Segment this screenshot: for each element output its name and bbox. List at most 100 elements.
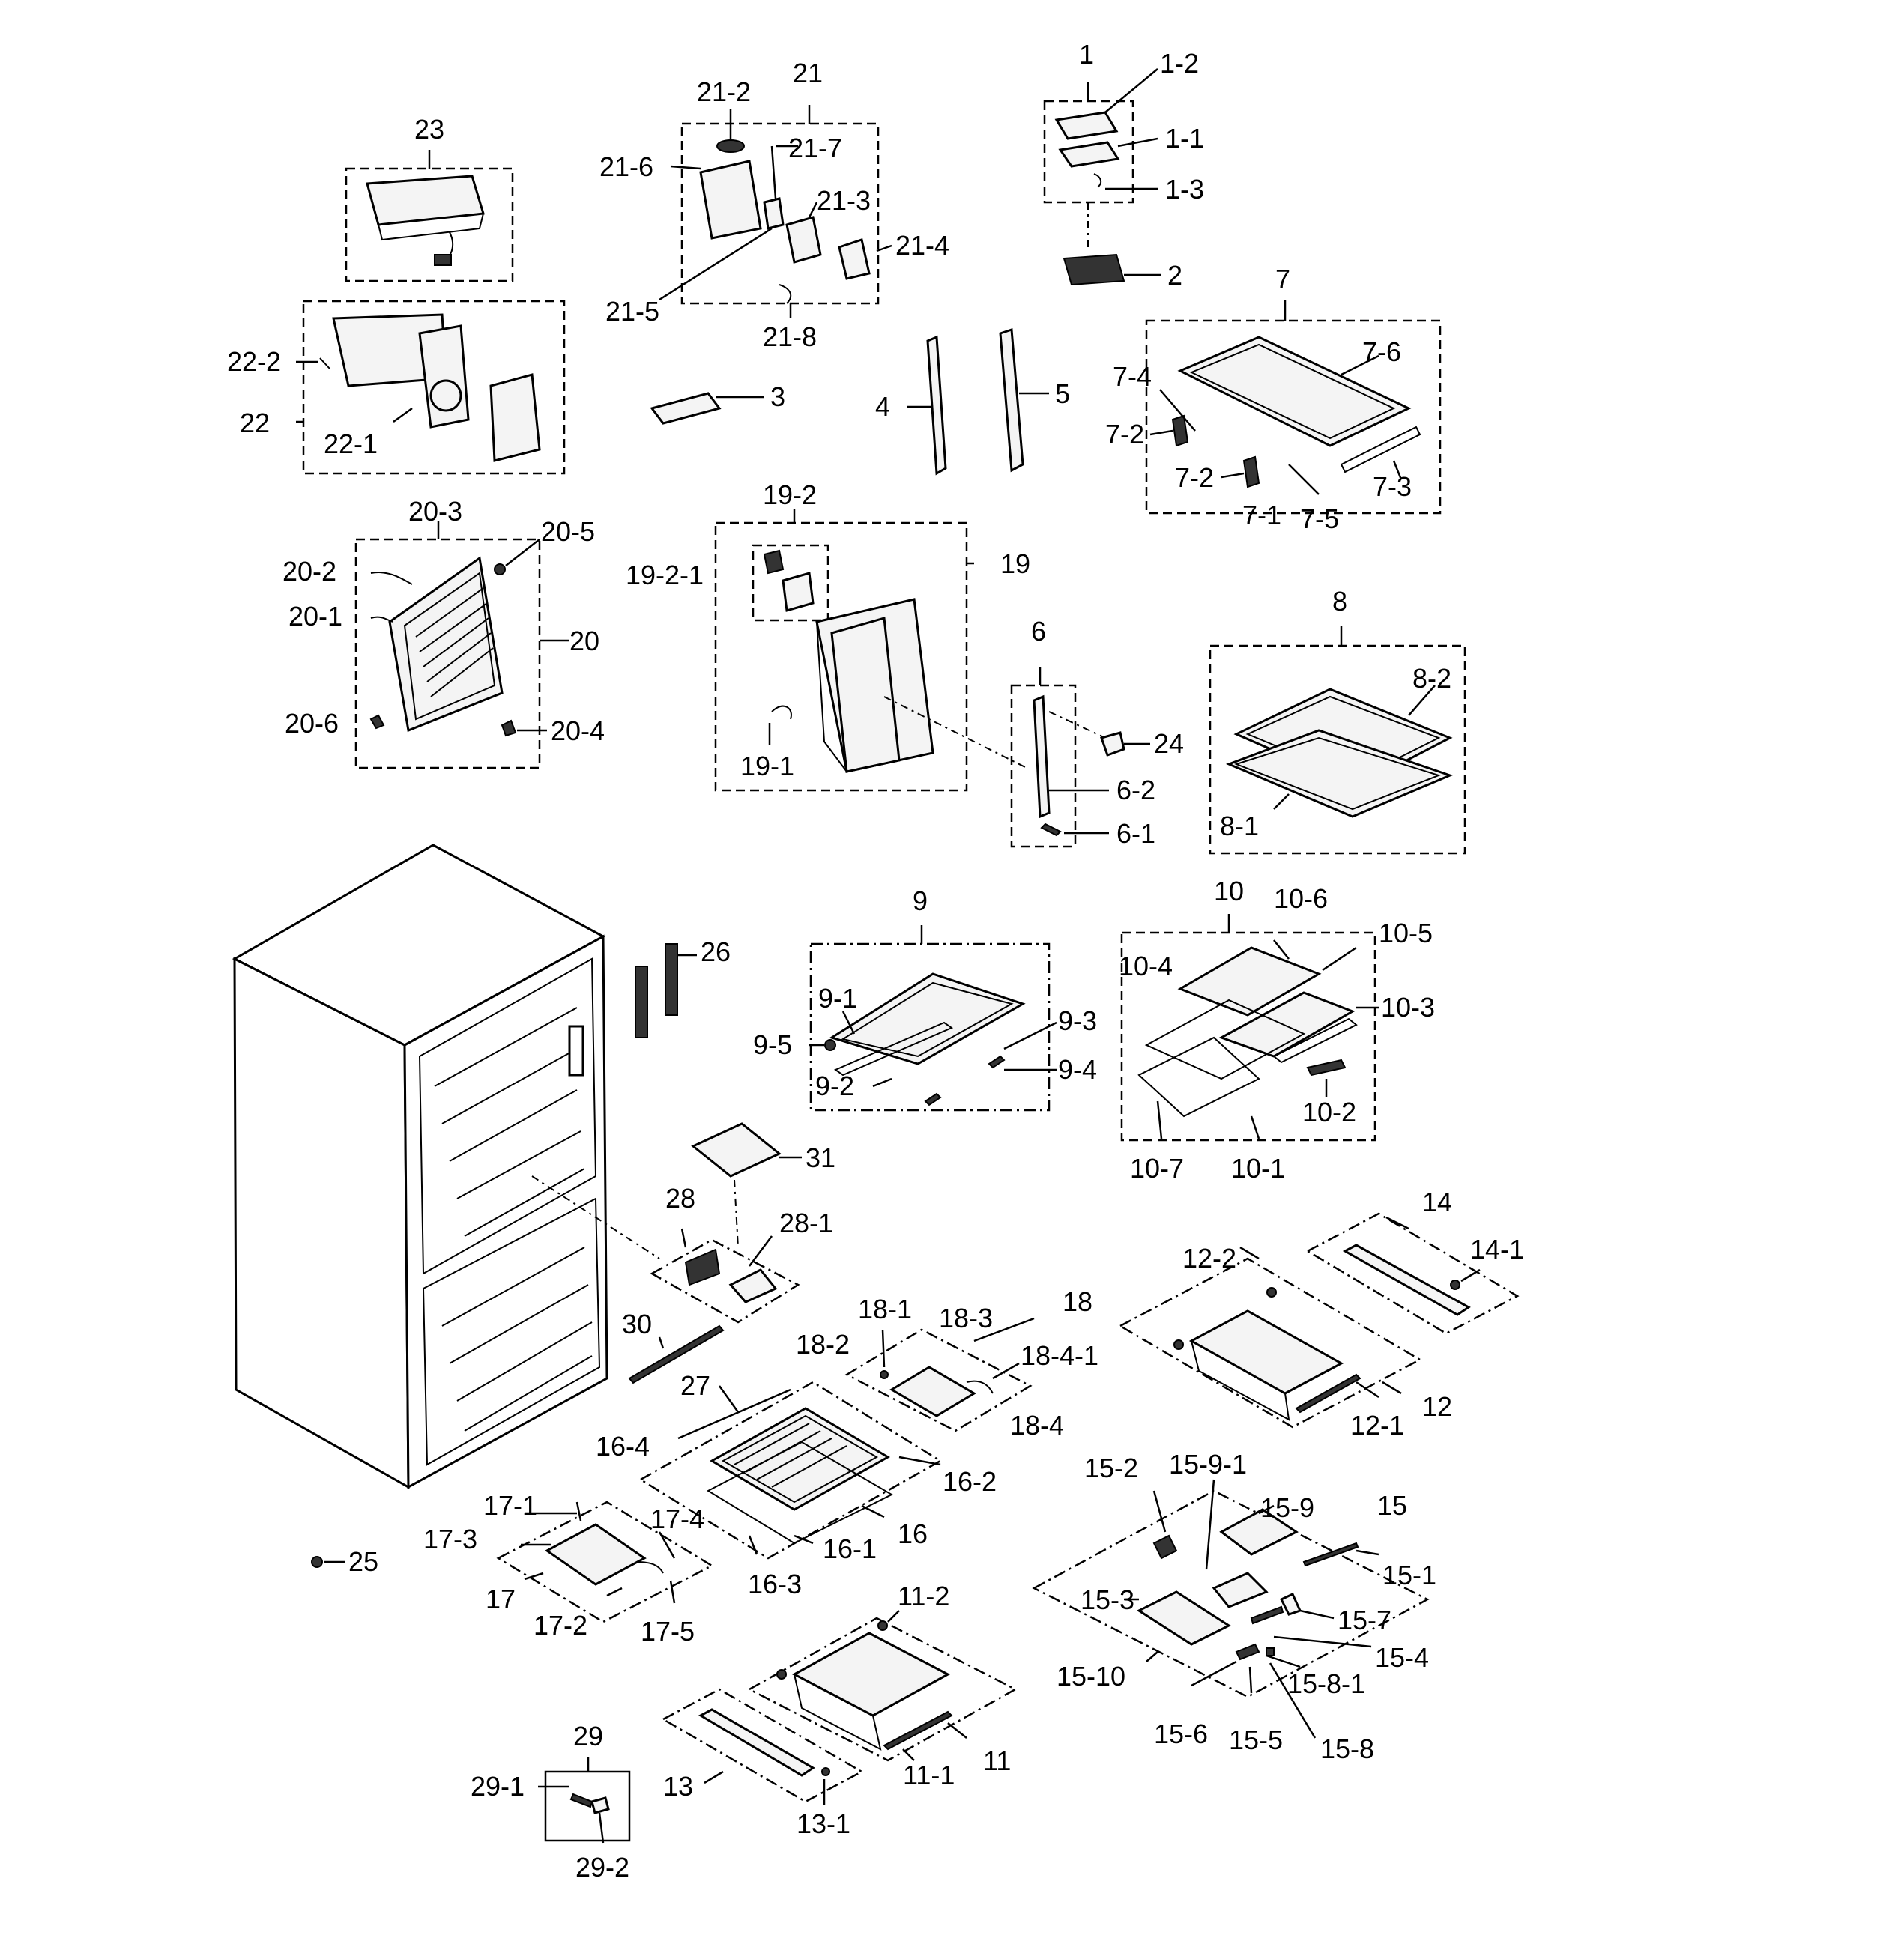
label-21-8: 21-8 bbox=[763, 321, 817, 352]
label-17: 17 bbox=[486, 1584, 516, 1614]
label-7-6: 7-6 bbox=[1362, 336, 1401, 367]
label-15-7: 15-7 bbox=[1338, 1605, 1391, 1635]
label-7: 7 bbox=[1275, 264, 1290, 294]
label-3: 3 bbox=[770, 381, 785, 412]
label-15-9-1: 15-9-1 bbox=[1169, 1449, 1247, 1480]
label-15-2: 15-2 bbox=[1084, 1453, 1138, 1483]
label-16: 16 bbox=[898, 1518, 928, 1549]
label-18-4-1: 18-4-1 bbox=[1021, 1340, 1098, 1371]
label-6: 6 bbox=[1031, 616, 1046, 647]
label-6-1: 6-1 bbox=[1116, 818, 1155, 849]
part-group-13 bbox=[661, 1688, 864, 1805]
label-8-2: 8-2 bbox=[1412, 663, 1451, 694]
part-group-7 bbox=[1145, 300, 1442, 515]
label-15-3: 15-3 bbox=[1081, 1584, 1134, 1615]
label-14: 14 bbox=[1422, 1187, 1452, 1217]
label-20-4: 20-4 bbox=[551, 715, 605, 746]
label-29-2: 29-2 bbox=[575, 1852, 629, 1883]
label-5: 5 bbox=[1055, 378, 1070, 409]
label-9-5: 9-5 bbox=[753, 1029, 792, 1060]
label-20-1: 20-1 bbox=[288, 601, 342, 632]
label-15-5: 15-5 bbox=[1229, 1725, 1283, 1755]
part-group-12 bbox=[1118, 1246, 1422, 1429]
label-31: 31 bbox=[806, 1142, 835, 1173]
label-15-9: 15-9 bbox=[1260, 1492, 1314, 1523]
label-17-1: 17-1 bbox=[483, 1490, 537, 1521]
refrigerator-cabinet bbox=[232, 844, 660, 1489]
label-19: 19 bbox=[1000, 548, 1030, 579]
part-group-19 bbox=[714, 509, 1027, 792]
label-18-2: 18-2 bbox=[796, 1329, 850, 1360]
label-10-5: 10-5 bbox=[1379, 918, 1433, 948]
part-group-14 bbox=[1305, 1212, 1520, 1335]
label-8-1: 8-1 bbox=[1220, 811, 1259, 841]
part-30 bbox=[628, 1324, 725, 1384]
part-group-21 bbox=[659, 105, 892, 318]
label-12-1: 12-1 bbox=[1350, 1410, 1404, 1441]
part-group-6 bbox=[1010, 667, 1150, 848]
part-3 bbox=[650, 392, 764, 425]
part-group-16 bbox=[638, 1381, 943, 1560]
part-labels: 1 1-2 1-1 1-3 2 3 4 5 6 6-2 6-1 7 7-6 7-… bbox=[227, 39, 1524, 1883]
part-26 bbox=[635, 943, 697, 1038]
part-group-17 bbox=[496, 1501, 714, 1623]
label-22-1: 22-1 bbox=[324, 429, 378, 459]
label-29: 29 bbox=[573, 1721, 603, 1751]
label-16-4: 16-4 bbox=[596, 1431, 650, 1462]
label-17-4: 17-4 bbox=[650, 1504, 704, 1534]
label-21-6: 21-6 bbox=[599, 151, 653, 182]
label-16-1: 16-1 bbox=[823, 1533, 877, 1564]
label-22-2: 22-2 bbox=[227, 346, 281, 377]
label-15-8-1: 15-8-1 bbox=[1287, 1668, 1365, 1699]
label-10: 10 bbox=[1214, 876, 1244, 906]
part-group-20 bbox=[354, 521, 569, 769]
label-11-1: 11-1 bbox=[903, 1760, 955, 1790]
part-group-9 bbox=[809, 925, 1057, 1112]
label-17-3: 17-3 bbox=[423, 1524, 477, 1554]
label-1: 1 bbox=[1079, 39, 1094, 70]
label-14-1: 14-1 bbox=[1470, 1234, 1524, 1265]
label-1-3: 1-3 bbox=[1165, 174, 1204, 205]
label-25: 25 bbox=[348, 1546, 378, 1577]
label-19-1: 19-1 bbox=[740, 751, 794, 781]
label-7-2a: 7-2 bbox=[1105, 419, 1144, 449]
label-1-2: 1-2 bbox=[1160, 48, 1199, 79]
label-9-3: 9-3 bbox=[1058, 1005, 1097, 1036]
part-group-1 bbox=[1043, 68, 1161, 286]
label-24: 24 bbox=[1154, 728, 1184, 759]
label-16-2: 16-2 bbox=[943, 1466, 997, 1497]
label-16-3: 16-3 bbox=[748, 1569, 802, 1599]
label-19-2-1: 19-2-1 bbox=[626, 560, 704, 590]
label-15-1: 15-1 bbox=[1382, 1560, 1436, 1590]
part-group-18 bbox=[844, 1317, 1035, 1432]
label-21-4: 21-4 bbox=[895, 230, 949, 261]
label-28-1: 28-1 bbox=[779, 1208, 833, 1238]
part-group-8 bbox=[1209, 626, 1466, 855]
label-15-8: 15-8 bbox=[1320, 1733, 1374, 1764]
label-20-5: 20-5 bbox=[541, 516, 595, 547]
label-15-10: 15-10 bbox=[1057, 1661, 1125, 1692]
label-11: 11 bbox=[983, 1745, 1011, 1776]
label-9: 9 bbox=[913, 885, 928, 916]
label-15: 15 bbox=[1377, 1490, 1407, 1521]
label-26: 26 bbox=[701, 936, 731, 967]
label-2: 2 bbox=[1167, 260, 1182, 291]
label-28: 28 bbox=[665, 1183, 695, 1214]
label-7-4: 7-4 bbox=[1113, 361, 1152, 392]
label-21-5: 21-5 bbox=[605, 296, 659, 327]
label-27: 27 bbox=[680, 1370, 710, 1401]
label-20-3: 20-3 bbox=[408, 496, 462, 527]
label-17-5: 17-5 bbox=[641, 1616, 695, 1647]
label-18-1: 18-1 bbox=[858, 1294, 912, 1324]
label-7-3: 7-3 bbox=[1373, 471, 1412, 502]
label-12-2: 12-2 bbox=[1182, 1243, 1236, 1274]
label-4: 4 bbox=[875, 391, 890, 422]
label-13: 13 bbox=[663, 1771, 693, 1802]
label-9-2: 9-2 bbox=[815, 1071, 854, 1101]
label-10-2: 10-2 bbox=[1302, 1097, 1356, 1127]
label-22: 22 bbox=[240, 408, 270, 438]
label-20: 20 bbox=[569, 626, 599, 656]
label-18: 18 bbox=[1063, 1286, 1092, 1317]
label-10-7: 10-7 bbox=[1130, 1153, 1184, 1184]
